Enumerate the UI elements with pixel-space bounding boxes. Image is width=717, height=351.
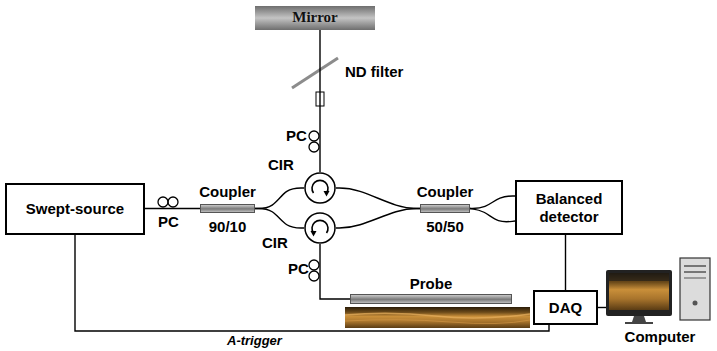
optical-fiber	[320, 244, 350, 299]
fiber-coupler: Coupler90/10	[200, 204, 255, 213]
box-label: DAQ	[549, 299, 582, 316]
optical-fiber	[336, 188, 420, 209]
optical-fiber	[255, 209, 304, 229]
component-label: Coupler	[199, 183, 256, 200]
box-label: Mirror	[292, 9, 338, 26]
circulator: CIR	[304, 212, 336, 244]
computer-tower-icon	[680, 258, 710, 320]
component-label: CIR	[268, 156, 294, 173]
circulator-symbol	[304, 212, 336, 244]
component-label: 50/50	[426, 218, 464, 235]
optical-fiber	[470, 209, 515, 222]
device-box: DAQ	[533, 290, 598, 325]
optical-fiber	[145, 208, 200, 209]
signal-label: A-trigger	[225, 334, 284, 348]
fiber-coupler: Coupler50/50	[420, 204, 470, 213]
optical-fiber	[255, 188, 304, 209]
component-label: CIR	[262, 234, 288, 251]
optical-fiber	[598, 307, 606, 308]
component-label: PC	[286, 128, 307, 145]
computer: Computer	[606, 256, 714, 320]
mirror: Mirror	[255, 6, 375, 30]
circulator: CIR	[304, 172, 336, 204]
nd-filter-symbol	[292, 58, 338, 88]
component-label: Probe	[410, 275, 453, 292]
circulator-symbol	[304, 172, 336, 204]
device-box: Balanced detector	[515, 180, 623, 235]
optical-fiber	[565, 235, 566, 290]
box-label: Swept-source	[26, 200, 124, 217]
monitor-icon	[606, 270, 672, 324]
component-label: 90/10	[209, 218, 247, 235]
component-label: ND filter	[345, 64, 403, 81]
component-label: Coupler	[417, 183, 474, 200]
optical-fiber	[470, 196, 515, 209]
component-label: PC	[158, 214, 179, 231]
polarization-controller-coils	[158, 131, 319, 281]
device-box: Swept-source	[5, 183, 145, 235]
optical-fiber	[336, 209, 420, 229]
component-label: PC	[288, 261, 309, 278]
box-label: Balanced detector	[525, 190, 613, 225]
optical-fiber	[319, 30, 320, 172]
optical-fiber	[75, 235, 549, 331]
component-label: Computer	[625, 328, 696, 345]
probe: Probe	[350, 294, 512, 304]
oct-image	[345, 307, 530, 328]
